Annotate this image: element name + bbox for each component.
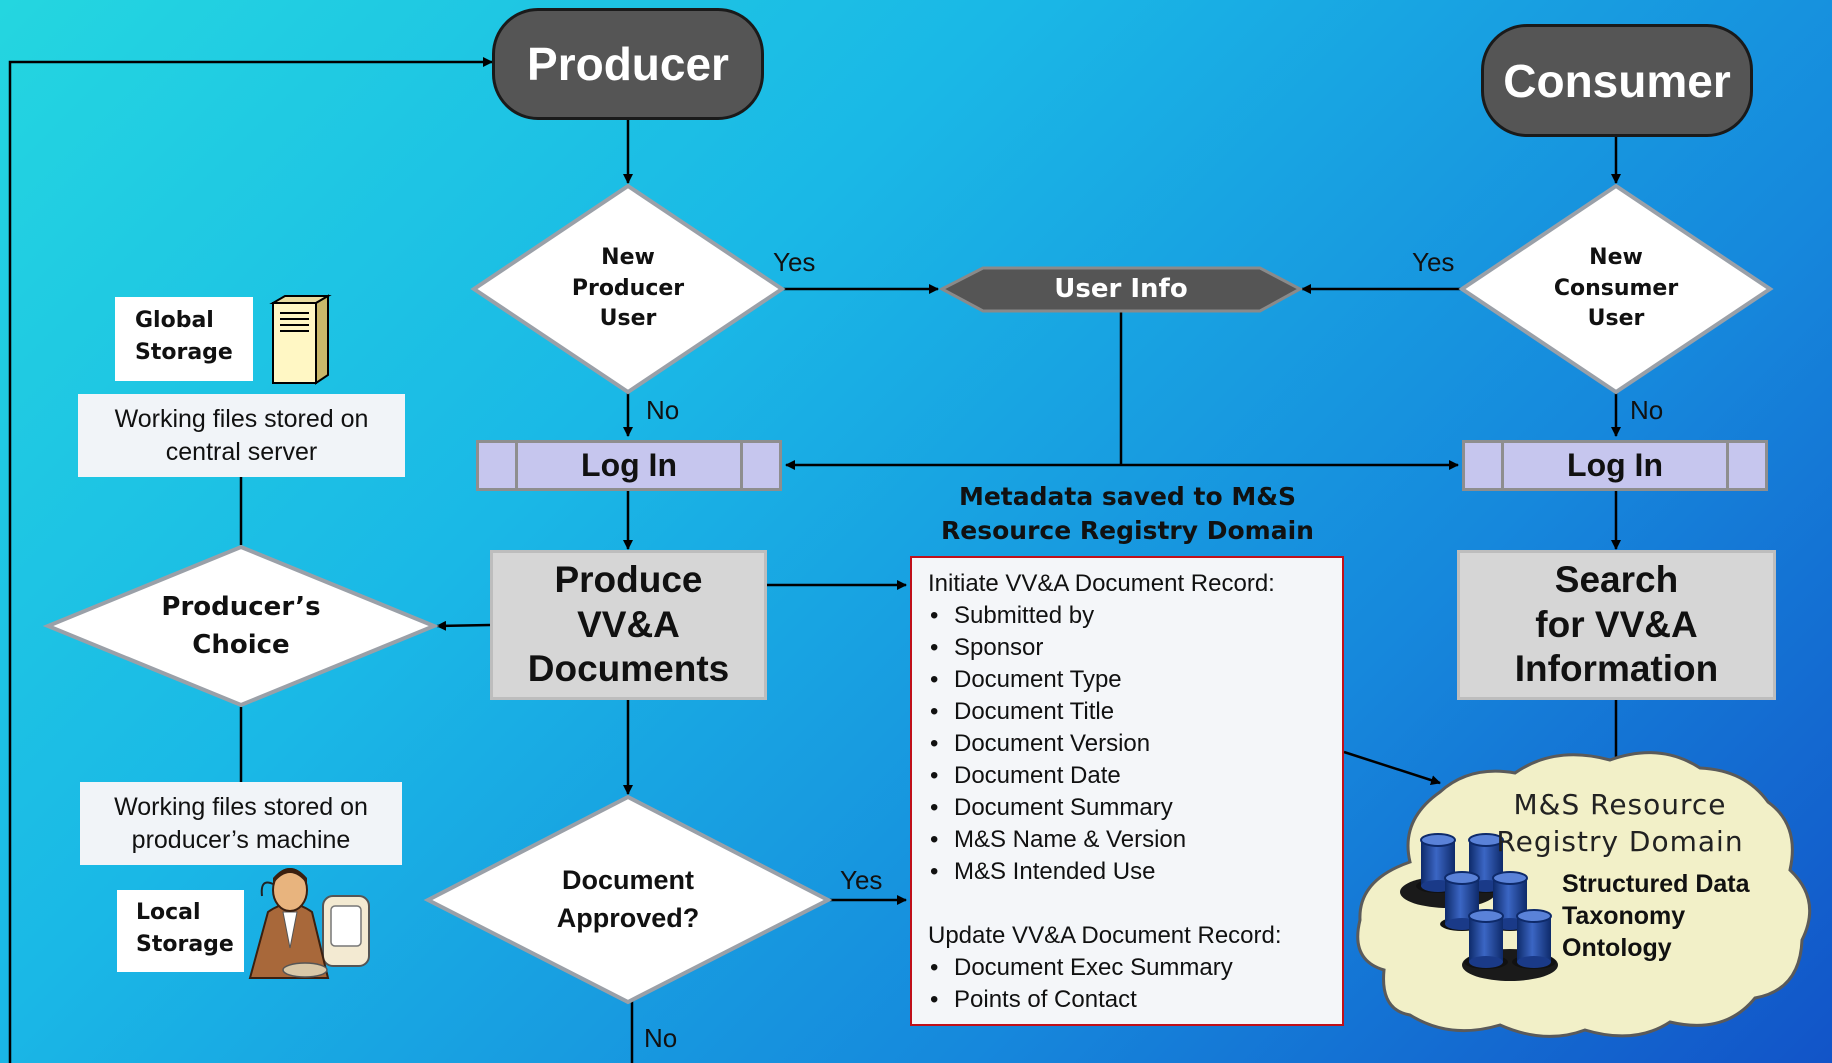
local-storage-line-2: Storage (136, 931, 234, 957)
registry-item: Taxonomy (1562, 902, 1686, 930)
produce-docs-line-3: Documents (527, 648, 730, 690)
server-icon (269, 294, 332, 385)
new-producer-user-line-1: New (601, 244, 655, 270)
new-consumer-user-line-1: New (1589, 244, 1643, 270)
new-consumer-user-line-3: User (1587, 306, 1645, 332)
central-server-note: Working files stored on central server (78, 394, 405, 477)
metadata-title-line-2: Resource Registry Domain (941, 515, 1314, 545)
registry-item: Structured Data (1562, 870, 1750, 898)
document-record-box: Initiate VV&A Document Record: Submitted… (910, 556, 1344, 1026)
produce-documents-box: Produce VV&A Documents (490, 550, 767, 700)
document-approved-diamond (423, 794, 833, 1005)
record-item: Document Summary (928, 792, 1326, 824)
record-item: Document Title (928, 696, 1326, 728)
new-producer-user-diamond (470, 183, 786, 395)
consumer-label: Consumer (1503, 54, 1731, 107)
metadata-title-line-1: Metadata saved to M&S (958, 482, 1297, 511)
producer-terminal: Producer (492, 8, 764, 120)
initiate-record-list: Submitted by Sponsor Document Type Docum… (928, 600, 1326, 888)
produce-docs-line-1: Produce (554, 559, 703, 601)
producers-choice-diamond (42, 544, 440, 708)
local-machine-note: Working files stored on producer’s machi… (80, 782, 402, 865)
record-item: Document Date (928, 760, 1326, 792)
connector-produce-to-choice (436, 620, 491, 631)
update-record-heading: Update VV&A Document Record: (928, 922, 1282, 949)
document-approved-line-2: Approved? (556, 903, 700, 933)
search-info-line-1: Search (1554, 559, 1679, 601)
local-storage-line-1: Local (136, 900, 201, 925)
new-producer-user-text: New Producer User (540, 240, 716, 338)
update-record-list: Document Exec Summary Points of Contact (928, 952, 1326, 1016)
record-item: Sponsor (928, 632, 1326, 664)
search-info-line-2: for VV&A (1535, 603, 1698, 645)
search-information-box: Search for VV&A Information (1457, 550, 1776, 700)
global-storage-label: Global Storage (115, 297, 253, 381)
document-approved-text: Document Approved? (518, 860, 738, 940)
approved-no-label: No (644, 1023, 678, 1053)
local-storage-label: Local Storage (117, 890, 244, 972)
record-item: M&S Name & Version (928, 824, 1326, 856)
user-info-hexagon (938, 266, 1304, 313)
producers-choice-line-2: Choice (192, 630, 290, 660)
producers-choice-line-1: Producer’s (161, 592, 321, 623)
connector-record-to-registry (1343, 750, 1441, 785)
new-producer-user-line-3: User (599, 306, 657, 332)
database-cylinder-group (1400, 833, 1558, 981)
person-computer-icon (248, 868, 370, 979)
record-item: Points of Contact (928, 984, 1326, 1016)
user-info-label: User Info (1054, 274, 1188, 305)
produce-docs-line-2: VV&A (577, 603, 680, 645)
registry-item: Ontology (1562, 934, 1672, 962)
record-item: Document Version (928, 728, 1326, 760)
producers-choice-text: Producer’s Choice (120, 587, 362, 667)
record-item: Submitted by (928, 600, 1326, 632)
initiate-record-heading: Initiate VV&A Document Record: (928, 570, 1275, 597)
consumer-login-box: Log In (1462, 440, 1768, 491)
producer-yes-label: Yes (773, 247, 816, 277)
consumer-no-label: No (1630, 395, 1664, 425)
record-item: Document Exec Summary (928, 952, 1326, 984)
new-producer-user-line-2: Producer (571, 275, 685, 301)
record-item: M&S Intended Use (928, 856, 1326, 888)
new-consumer-user-text: New Consumer User (1528, 240, 1704, 338)
registry-title: M&S Resource Registry Domain (1495, 786, 1745, 860)
registry-title-line-2: Registry Domain (1496, 825, 1744, 858)
approved-yes-label: Yes (840, 865, 883, 895)
global-storage-line-2: Storage (135, 339, 233, 365)
central-server-note-text: Working files stored on central server (114, 405, 369, 466)
consumer-login-label: Log In (1567, 447, 1663, 483)
producer-label: Producer (527, 38, 729, 90)
registry-title-line-1: M&S Resource (1513, 788, 1727, 821)
loop-connector (8, 57, 493, 1063)
global-storage-line-1: Global (135, 308, 214, 333)
consumer-terminal: Consumer (1481, 24, 1753, 137)
new-consumer-user-diamond (1458, 183, 1774, 395)
document-approved-line-1: Document (561, 865, 694, 896)
metadata-title: Metadata saved to M&S Resource Registry … (930, 480, 1325, 556)
producer-no-label: No (646, 395, 680, 425)
producer-login-box: Log In (476, 440, 782, 491)
new-consumer-user-line-2: Consumer (1553, 275, 1679, 301)
producer-login-label: Log In (581, 447, 677, 483)
registry-items: Structured Data Taxonomy Ontology (1562, 868, 1750, 964)
record-item: Document Type (928, 664, 1326, 696)
search-info-line-3: Information (1514, 648, 1719, 690)
local-machine-note-text: Working files stored on producer’s machi… (114, 793, 368, 854)
consumer-yes-label: Yes (1412, 247, 1455, 277)
